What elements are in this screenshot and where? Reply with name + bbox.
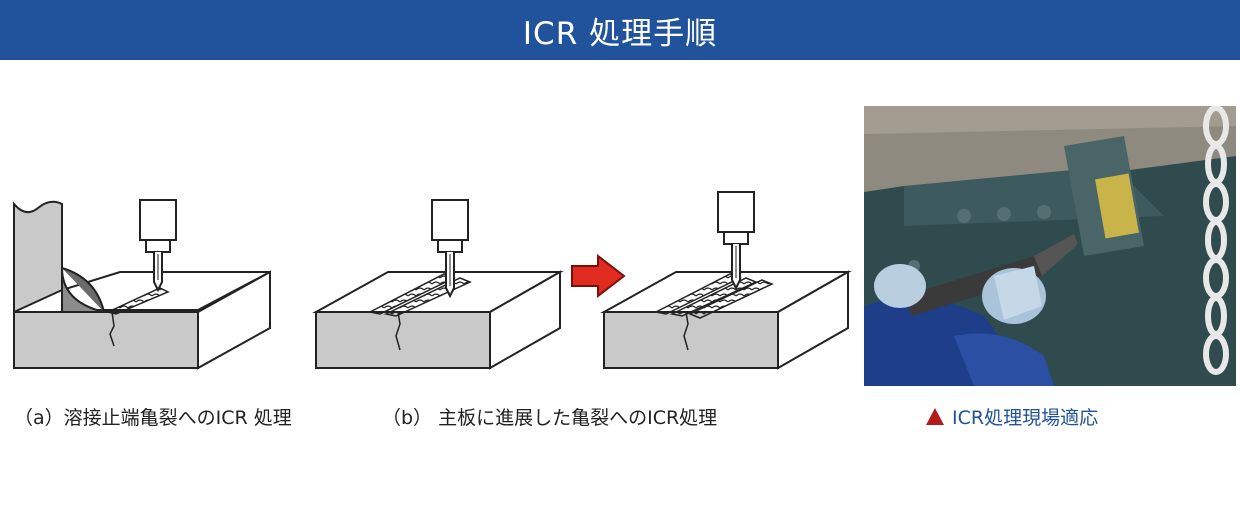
panel-a-illustration bbox=[13, 199, 271, 370]
site-photo bbox=[864, 106, 1236, 386]
page-title: ICR 処理手順 bbox=[522, 15, 718, 52]
caption-b: （b） 主板に進展した亀裂へのICR処理 bbox=[382, 407, 718, 429]
photo-caption-text: ICR処理現場適応 bbox=[952, 407, 1099, 429]
panel-b2-illustration bbox=[600, 191, 852, 370]
icr-procedure-diagram bbox=[13, 191, 852, 370]
header-bar: ICR 処理手順 bbox=[0, 0, 1240, 60]
photo-caption: ICR処理現場適応 bbox=[926, 403, 1098, 430]
panel-b1-illustration bbox=[312, 199, 564, 370]
triangle-marker-icon bbox=[926, 408, 944, 425]
arrow-right-icon bbox=[571, 253, 626, 299]
caption-a: （a）溶接止端亀裂へのICR 処理 bbox=[14, 407, 292, 429]
